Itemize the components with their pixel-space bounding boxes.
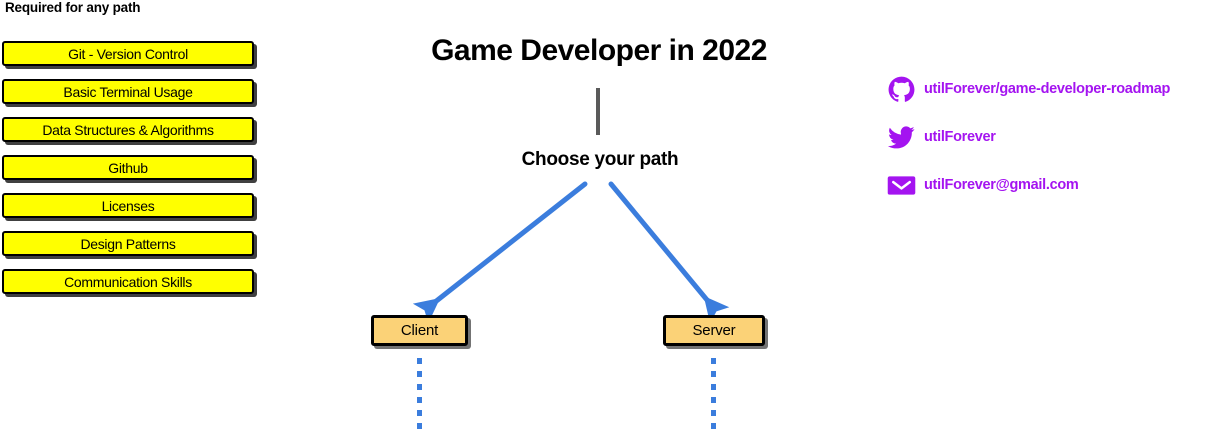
path-node-client[interactable]: Client xyxy=(371,315,468,346)
twitter-icon xyxy=(886,122,916,152)
required-box-data-structures[interactable]: Data Structures & Algorithms xyxy=(2,117,254,142)
required-box-label: Github xyxy=(108,159,148,176)
required-box-github[interactable]: Github xyxy=(2,155,254,180)
page-title: Game Developer in 2022 xyxy=(431,34,767,67)
choose-your-path-label: Choose your path xyxy=(521,149,679,170)
branch-arrow-client xyxy=(412,181,588,324)
path-node-server[interactable]: Server xyxy=(663,315,765,346)
contact-link-label: utilForever@gmail.com xyxy=(924,176,1079,193)
path-node-label: Client xyxy=(400,322,439,339)
contact-link-twitter[interactable]: utilForever xyxy=(886,122,996,152)
required-box-label: Licenses xyxy=(101,197,155,214)
contact-link-email[interactable]: utilForever@gmail.com xyxy=(886,170,1079,200)
required-box-communication-skills[interactable]: Communication Skills xyxy=(2,269,254,294)
required-box-label: Data Structures & Algorithms xyxy=(42,121,214,138)
required-box-label: Git - Version Control xyxy=(68,45,188,62)
required-skills-heading: Required for any path xyxy=(5,0,141,15)
dotted-continuation-client xyxy=(417,358,422,434)
required-box-label: Design Patterns xyxy=(80,235,176,252)
required-box-terminal[interactable]: Basic Terminal Usage xyxy=(2,79,254,104)
contact-link-github[interactable]: utilForever/game-developer-roadmap xyxy=(886,74,1170,104)
required-box-licenses[interactable]: Licenses xyxy=(2,193,254,218)
path-node-label: Server xyxy=(692,322,736,339)
required-box-label: Basic Terminal Usage xyxy=(63,83,193,100)
trunk-connector-line xyxy=(596,88,600,135)
required-box-label: Communication Skills xyxy=(64,273,192,290)
dotted-continuation-server xyxy=(711,358,716,434)
github-icon xyxy=(886,74,916,104)
email-icon xyxy=(886,170,916,200)
contact-link-label: utilForever xyxy=(924,128,996,145)
required-box-git[interactable]: Git - Version Control xyxy=(2,41,254,66)
branch-arrow-server xyxy=(608,181,730,324)
contact-link-label: utilForever/game-developer-roadmap xyxy=(924,80,1171,97)
required-box-design-patterns[interactable]: Design Patterns xyxy=(2,231,254,256)
